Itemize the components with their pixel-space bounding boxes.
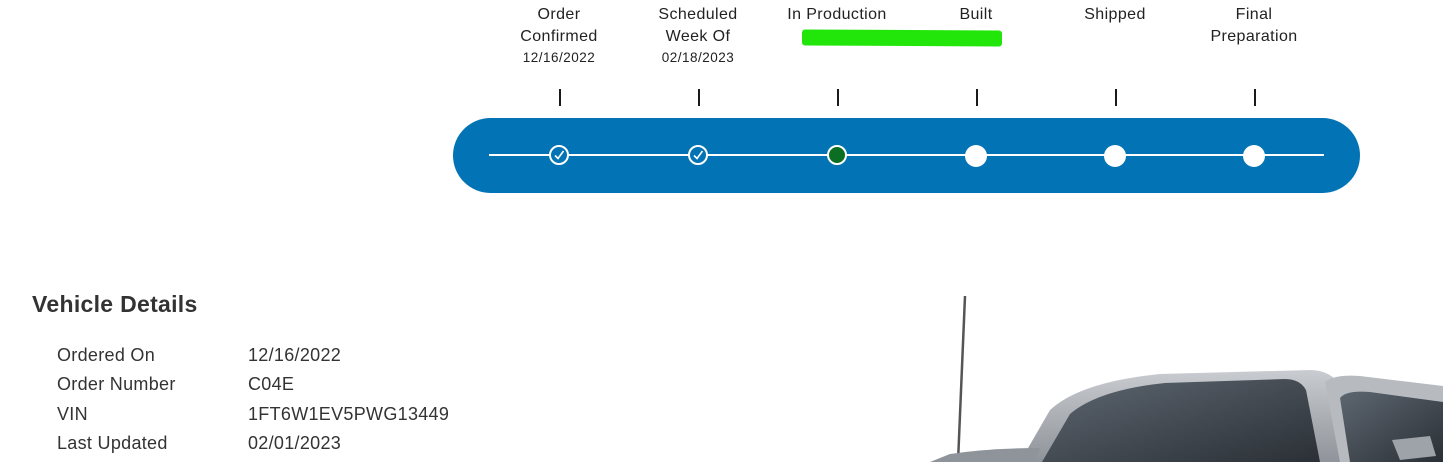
step-title: In Production [787,6,887,23]
step-tick [837,89,839,106]
step-title: Built [959,6,993,23]
step-label-scheduled: Scheduled Week Of 02/18/2023 [623,4,773,67]
detail-value: 02/01/2023 [248,433,342,453]
step-tick [559,89,561,106]
detail-value: 12/16/2022 [248,345,342,365]
vehicle-details-title: Vehicle Details [32,291,198,317]
detail-value: C04E [248,374,295,394]
step-title: Scheduled Week Of [658,6,738,45]
step-tick [976,89,978,106]
step-label-order-confirmed: Order Confirmed 12/16/2022 [484,4,634,67]
step-tick [698,89,700,106]
detail-label: Order Number [57,374,176,394]
step-node-built [965,145,987,167]
step-label-shipped: Shipped [1040,4,1190,26]
step-title: Shipped [1084,6,1146,23]
step-date: 02/18/2023 [661,50,735,65]
detail-label: Last Updated [57,433,168,453]
vehicle-image [930,295,1443,462]
step-title: Order Confirmed [520,6,598,45]
step-label-final-preparation: Final Preparation [1179,4,1329,48]
detail-label: VIN [57,404,88,424]
step-date: 12/16/2022 [522,50,596,65]
step-tick [1115,89,1117,106]
detail-value: 1FT6W1EV5PWG13449 [248,404,450,424]
checkmark-icon [554,150,565,160]
step-node-shipped [1104,145,1126,167]
step-node-order-confirmed [549,145,569,165]
step-tick [1254,89,1256,106]
detail-label: Ordered On [57,345,156,365]
step-label-built: Built [901,4,1051,26]
checkmark-icon [693,150,704,160]
highlight-marker [802,29,1002,47]
step-node-scheduled [688,145,708,165]
step-title: Final Preparation [1210,6,1298,45]
step-node-in-production [827,145,847,165]
step-node-final-preparation [1243,145,1265,167]
step-label-in-production: In Production [762,4,912,26]
progress-line [489,154,1324,156]
